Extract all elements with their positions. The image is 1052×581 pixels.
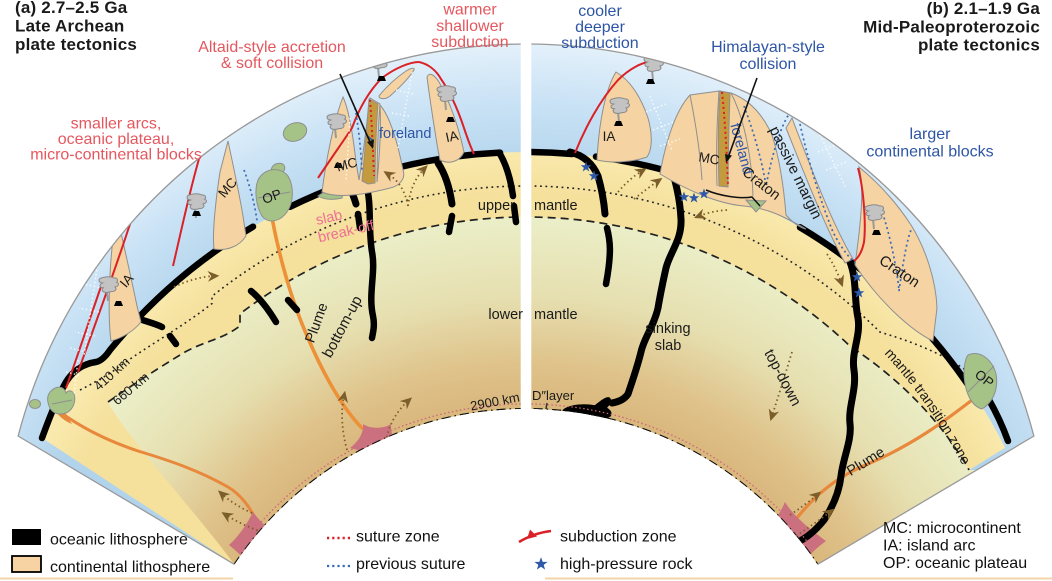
svg-text:MC: microcontinent: MC: microcontinent [883,520,1021,537]
svg-text:larger: larger [910,126,952,143]
svg-text:(a) 2.7–2.5 Ga: (a) 2.7–2.5 Ga [15,0,128,17]
svg-text:smaller arcs,: smaller arcs, [71,116,162,133]
svg-text:IA: IA [444,128,460,145]
svg-text:collision: collision [740,56,797,73]
svg-text:IA: IA [603,129,616,144]
svg-text:OP: oceanic plateau: OP: oceanic plateau [883,555,1027,572]
svg-text:D″layer: D″layer [532,388,575,403]
svg-text:upper: upper [478,198,515,214]
svg-text:foreland: foreland [379,126,431,142]
svg-text:micro-continental blocks: micro-continental blocks [30,147,202,164]
svg-text:deeper: deeper [575,19,625,36]
svg-text:sinking: sinking [645,321,690,337]
svg-text:MC: MC [697,149,721,167]
svg-text:plate tectonics: plate tectonics [918,36,1040,55]
svg-text:warmer: warmer [442,2,497,19]
svg-text:subduction: subduction [431,34,508,51]
svg-text:oceanic lithosphere: oceanic lithosphere [50,532,188,549]
svg-text:slab: slab [314,207,344,229]
svg-text:Altaid-style accretion: Altaid-style accretion [198,39,346,56]
svg-text:continental lithosphere: continental lithosphere [50,559,210,576]
svg-text:MC: MC [335,154,359,174]
svg-text:slab: slab [655,338,682,354]
svg-text:plate tectonics: plate tectonics [15,35,137,54]
svg-text:IA: island arc: IA: island arc [883,538,975,555]
svg-text:Himalayan-style: Himalayan-style [711,39,825,56]
svg-text:Late Archean: Late Archean [15,17,124,36]
svg-text:subduction: subduction [561,35,638,52]
svg-text:oceanic plateau,: oceanic plateau, [58,131,175,148]
svg-text:mantle: mantle [534,307,578,323]
svg-text:lower: lower [488,307,523,323]
svg-text:mantle: mantle [534,198,578,214]
svg-text:subduction zone: subduction zone [560,529,677,546]
svg-text:shallower: shallower [436,18,504,35]
svg-text:cooler: cooler [578,3,622,20]
svg-text:high-pressure rock: high-pressure rock [560,556,694,573]
svg-text:suture zone: suture zone [356,529,440,546]
svg-text:Mid-Paleoproterozoic: Mid-Paleoproterozoic [863,18,1040,37]
svg-text:& soft collision: & soft collision [221,55,323,72]
svg-text:OP: OP [260,186,283,207]
svg-text:previous suture: previous suture [356,556,465,573]
svg-text:(b) 2.1–1.9 Ga: (b) 2.1–1.9 Ga [927,0,1041,18]
svg-text:continental blocks: continental blocks [866,144,993,161]
